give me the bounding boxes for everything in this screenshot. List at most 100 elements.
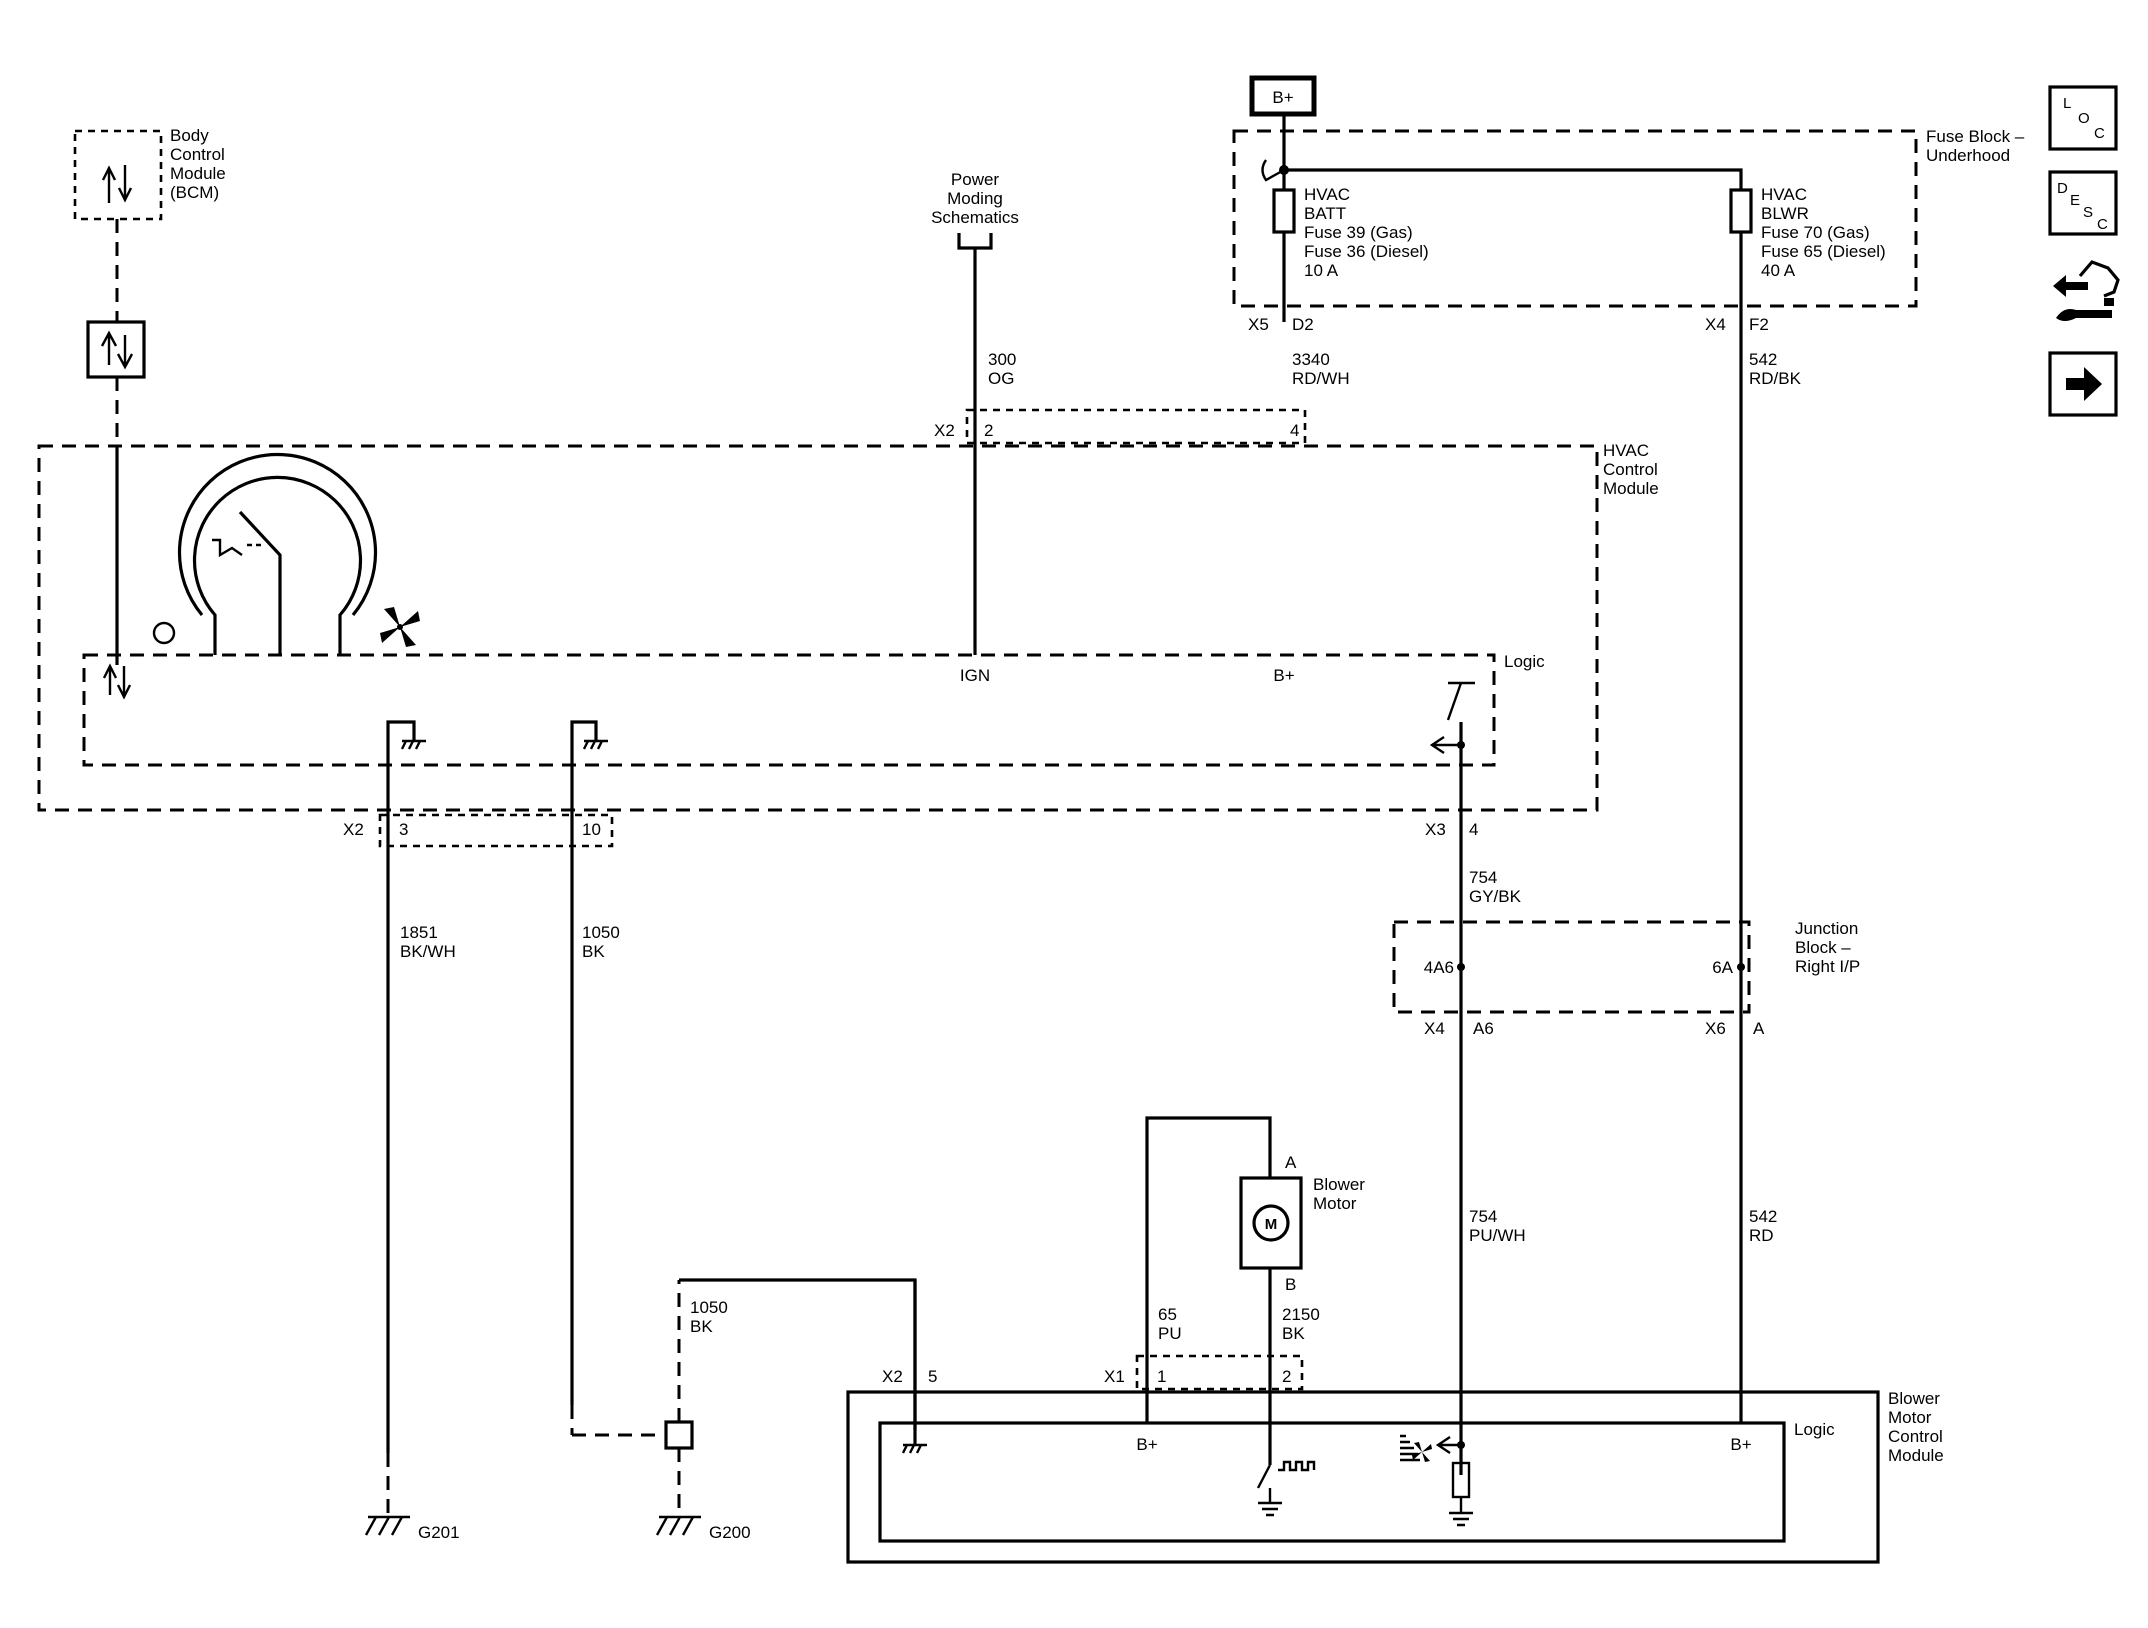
- fuse-blwr-text-3: Fuse 70 (Gas): [1761, 223, 1870, 242]
- nav-desc-icon[interactable]: D E S C: [2048, 170, 2118, 236]
- wire-1050-b-circuit: 1050: [690, 1298, 728, 1317]
- fan-speed-input-icon: [1400, 1434, 1473, 1527]
- pin-bm-x2: X2: [882, 1367, 903, 1386]
- bcm-label-3: Module: [170, 164, 226, 183]
- pin-hvac-bot-4: 4: [1469, 820, 1478, 839]
- ground-g200-icon: [655, 1515, 701, 1536]
- pin-fb-f2: F2: [1749, 315, 1769, 334]
- wire-542-top-color: RD/BK: [1749, 369, 1802, 388]
- serial-data-connector: [86, 320, 146, 379]
- pin-hvac-bot-10: 10: [582, 820, 601, 839]
- pin-jb-a: A: [1753, 1019, 1765, 1038]
- pin-fb-x4: X4: [1705, 315, 1726, 334]
- pin-fb-x5: X5: [1248, 315, 1269, 334]
- wire-542-bot-color: RD: [1749, 1226, 1774, 1245]
- junction-block-right-ip: Junction Block – Right I/P 4A6 6A: [1392, 919, 1860, 1014]
- blower-motor: M A B Blower Motor: [1239, 1153, 1365, 1294]
- hvac-module-label-2: Control: [1603, 460, 1658, 479]
- wire-754-top-color: GY/BK: [1469, 887, 1522, 906]
- hvac-control-module: HVAC Control Module Logic IGN B+: [37, 441, 1659, 812]
- wire-2150-color: BK: [1282, 1324, 1305, 1343]
- blower-motor-label-1: Blower: [1313, 1175, 1365, 1194]
- wire-300-color: OG: [988, 369, 1014, 388]
- fan-icon: [380, 607, 420, 647]
- fuse-blwr-text-2: BLWR: [1761, 204, 1809, 223]
- desc-letter-d: D: [2057, 180, 2068, 197]
- fuse-hvac-blwr: HVAC BLWR Fuse 70 (Gas) Fuse 65 (Diesel)…: [1729, 185, 1886, 1423]
- next-arrow-icon[interactable]: [2048, 351, 2118, 417]
- desc-letter-s: S: [2083, 204, 2093, 221]
- blower-speed-knob-icon: [152, 452, 378, 655]
- pin-ign: IGN: [960, 666, 990, 685]
- bcm-label-1: Body: [170, 126, 209, 145]
- pin-jb-6a: 6A: [1712, 958, 1733, 977]
- blower-motor-label-2: Motor: [1313, 1194, 1357, 1213]
- pin-jb-x4: X4: [1424, 1019, 1445, 1038]
- pin-hvac-bot-x3: X3: [1425, 820, 1446, 839]
- bcm-module: Body Control Module (BCM): [73, 126, 226, 221]
- pin-hvac-top-x2: X2: [934, 421, 955, 440]
- bcm-label-2: Control: [170, 145, 225, 164]
- serial-data-arrows-icon: [102, 663, 132, 700]
- pin-jb-4a6: 4A6: [1424, 958, 1454, 977]
- fuse-batt-text-3: Fuse 39 (Gas): [1304, 223, 1413, 242]
- fuse-hvac-batt: HVAC BATT Fuse 39 (Gas) Fuse 36 (Diesel)…: [1272, 170, 1429, 322]
- internal-ground-2-icon: [570, 720, 608, 812]
- wire-3340-color: RD/WH: [1292, 369, 1350, 388]
- pin-bmcm-bplus-left: B+: [1136, 1435, 1157, 1454]
- fuse-block-underhood: Fuse Block – Underhood: [1232, 127, 2025, 308]
- wire-65-color: PU: [1158, 1324, 1182, 1343]
- bmcm-label-3: Control: [1888, 1427, 1943, 1446]
- desc-letter-c: C: [2097, 216, 2108, 233]
- motor-symbol: M: [1265, 1216, 1278, 1233]
- desc-letter-e: E: [2070, 192, 2080, 209]
- bidirectional-arrows-icon: [101, 165, 133, 203]
- fuse-batt-text-4: Fuse 36 (Diesel): [1304, 242, 1429, 261]
- wire-1851-circuit: 1851: [400, 923, 438, 942]
- bmcm-internal-ground-icon: [901, 1430, 927, 1454]
- fuse-blwr-text-4: Fuse 65 (Diesel): [1761, 242, 1886, 261]
- fuse-batt-text-1: HVAC: [1304, 185, 1350, 204]
- logic-switch-icon: [1429, 681, 1475, 754]
- wire-2150-circuit: 2150: [1282, 1305, 1320, 1324]
- bcm-label-4: (BCM): [170, 183, 219, 202]
- ground-g201-icon: [364, 1515, 410, 1536]
- ground-g200-label: G200: [709, 1523, 751, 1542]
- wire-542-bot-circuit: 542: [1749, 1207, 1777, 1226]
- pin-bm-2: 2: [1282, 1367, 1291, 1386]
- pin-bm-1: 1: [1157, 1367, 1166, 1386]
- nav-loc-icon[interactable]: L O C: [2048, 85, 2118, 151]
- bmcm-logic-label: Logic: [1794, 1420, 1835, 1439]
- battery-source-label: B+: [1272, 88, 1293, 107]
- pin-fb-d2: D2: [1292, 315, 1314, 334]
- loc-letter-o: O: [2078, 110, 2090, 127]
- bmcm-label-1: Blower: [1888, 1389, 1940, 1408]
- connector-wrench-icon[interactable]: [2053, 260, 2120, 321]
- loc-letter-l: L: [2063, 95, 2071, 112]
- fuse-batt-text-5: 10 A: [1304, 261, 1339, 280]
- power-moding-label-1: Power: [951, 170, 1000, 189]
- wire-542-top-circuit: 542: [1749, 350, 1777, 369]
- bmcm-label-4: Module: [1888, 1446, 1944, 1465]
- pin-hvac-bplus: B+: [1273, 666, 1294, 685]
- pin-hvac-bot-x2: X2: [343, 820, 364, 839]
- wire-3340-circuit: 3340: [1292, 350, 1330, 369]
- hvac-module-label-3: Module: [1603, 479, 1659, 498]
- pin-motor-b: B: [1285, 1275, 1296, 1294]
- fuse-block-label-2: Underhood: [1926, 146, 2010, 165]
- pin-bm-x1: X1: [1104, 1367, 1125, 1386]
- pin-hvac-top-2: 2: [984, 421, 993, 440]
- hvac-module-label-1: HVAC: [1603, 441, 1649, 460]
- pwm-switch-icon: [1256, 1460, 1316, 1517]
- internal-ground-1-icon: [386, 720, 426, 812]
- ground-splice-connector: [664, 1420, 694, 1450]
- power-moding-reference: Power Moding Schematics: [931, 170, 1019, 250]
- fuse-blwr-text-1: HVAC: [1761, 185, 1807, 204]
- battery-source: B+: [1249, 75, 1317, 117]
- pin-motor-a: A: [1285, 1153, 1297, 1172]
- bmcm-label-2: Motor: [1888, 1408, 1932, 1427]
- pin-hvac-top-4: 4: [1290, 421, 1299, 440]
- loc-letter-c: C: [2094, 125, 2105, 142]
- blower-motor-control-module: Blower Motor Control Module Logic B+ B+: [846, 1389, 1944, 1564]
